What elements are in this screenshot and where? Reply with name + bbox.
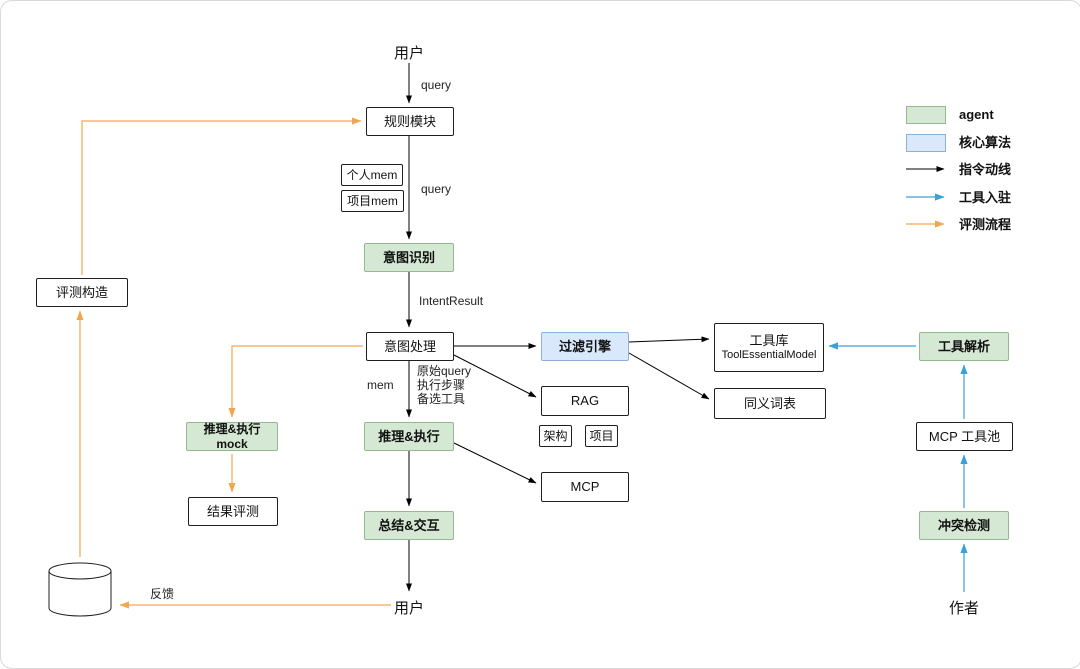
edge-label-intent-result: IntentResult bbox=[419, 294, 484, 308]
legend-core-algorithm-label: 核心算法 bbox=[959, 135, 1012, 150]
edge-label-exec-1: 原始query bbox=[417, 364, 472, 378]
node-filter-engine: 过滤引擎 bbox=[541, 332, 629, 361]
node-arch-tag: 架构 bbox=[539, 425, 572, 447]
node-reasoning-mock: 推理&执行 mock bbox=[186, 422, 278, 451]
edge-label-exec-3: 备选工具 bbox=[417, 392, 466, 406]
edge-label-query-1: query bbox=[421, 78, 452, 92]
node-mcp: MCP bbox=[541, 472, 629, 502]
node-synonym-table: 同义词表 bbox=[714, 388, 826, 419]
node-rag: RAG bbox=[541, 386, 629, 416]
legend-instruction-flow-label: 指令动线 bbox=[959, 162, 1012, 177]
edge-reasoning-to-mcp bbox=[453, 442, 537, 484]
legend-tool-onboarding-label: 工具入驻 bbox=[959, 190, 1012, 205]
edge-intent-processing-to-mock bbox=[228, 345, 363, 418]
evaluation-edges bbox=[76, 117, 945, 609]
node-mcp-tool-pool: MCP 工具池 bbox=[916, 422, 1013, 451]
node-tool-library: 工具库 ToolEssentialModel bbox=[714, 323, 824, 372]
legend-agent-label: agent bbox=[959, 107, 994, 122]
edge-label-mem: mem bbox=[367, 378, 394, 392]
edge-intent-processing-to-rag bbox=[453, 354, 537, 398]
tool-library-subtitle: ToolEssentialModel bbox=[721, 348, 817, 361]
node-intent-recognition: 意图识别 bbox=[364, 243, 454, 272]
legend-core-algorithm-swatch bbox=[906, 134, 946, 152]
edge-eval-construction-to-rule-module bbox=[81, 117, 362, 275]
node-user-bottom: 用户 bbox=[393, 600, 424, 617]
node-summary-interaction: 总结&交互 bbox=[364, 511, 454, 540]
edge-filter-engine-to-synonym-table bbox=[628, 352, 710, 400]
legend-evaluation-process-label: 评测流程 bbox=[959, 217, 1012, 232]
node-personal-mem: 个人mem bbox=[341, 164, 403, 186]
tool-library-title: 工具库 bbox=[749, 333, 789, 349]
node-project-tag: 项目 bbox=[585, 425, 618, 447]
node-tool-parsing: 工具解析 bbox=[919, 332, 1009, 361]
edge-label-feedback: 反馈 bbox=[150, 587, 175, 601]
node-reasoning-execution: 推理&执行 bbox=[364, 422, 454, 451]
tool-edges bbox=[828, 193, 968, 592]
legend-agent-swatch bbox=[906, 106, 946, 124]
node-user-top: 用户 bbox=[393, 45, 424, 62]
node-result-evaluation: 结果评测 bbox=[188, 497, 278, 526]
node-intent-processing: 意图处理 bbox=[366, 332, 454, 361]
database-cylinder-icon bbox=[48, 562, 112, 617]
node-eval-construction: 评测构造 bbox=[36, 278, 128, 307]
instruction-edges bbox=[406, 63, 945, 592]
node-author: 作者 bbox=[948, 600, 979, 617]
edge-label-exec-2: 执行步骤 bbox=[417, 378, 466, 392]
node-rule-module: 规则模块 bbox=[366, 107, 454, 136]
edge-filter-engine-to-tool-library bbox=[628, 336, 710, 343]
node-conflict-detection: 冲突检测 bbox=[919, 511, 1009, 540]
edge-label-query-2: query bbox=[421, 182, 452, 196]
node-project-mem: 项目mem bbox=[341, 190, 404, 212]
